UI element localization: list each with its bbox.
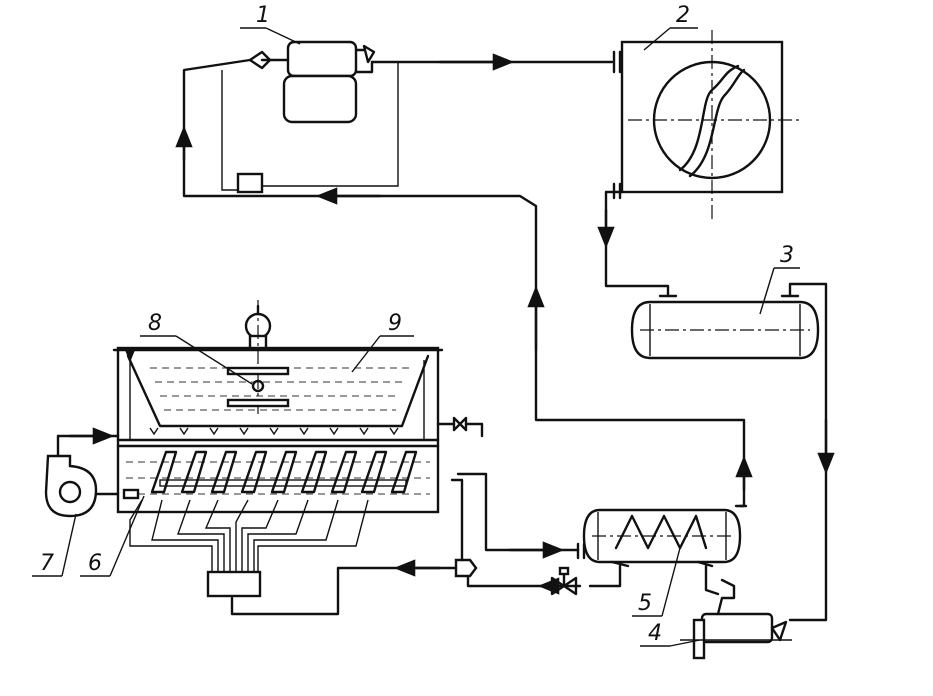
- distributor: [129, 499, 369, 598]
- label-1-text: 1: [256, 3, 270, 28]
- discharge-valve-icon: [362, 44, 376, 64]
- label-4-text: 4: [648, 621, 662, 646]
- receiver: [630, 294, 820, 360]
- label-9: 9: [351, 311, 414, 373]
- label-7: 7: [32, 513, 77, 577]
- label-6: 6: [80, 495, 145, 577]
- label-3: 3: [759, 243, 800, 315]
- evaporator-panels: [150, 450, 418, 494]
- label-2: 2: [643, 3, 698, 51]
- ice-tank: [112, 346, 444, 514]
- water-valve-icon: [452, 416, 468, 432]
- label-8: 8: [140, 311, 253, 385]
- label-5-text: 5: [638, 591, 652, 616]
- solenoid-valve: [454, 558, 478, 578]
- label-5: 5: [632, 547, 681, 617]
- pressure-switch: [236, 172, 264, 194]
- label-8-text: 8: [148, 311, 162, 336]
- label-9-text: 9: [388, 311, 402, 336]
- label-4: 4: [640, 621, 701, 647]
- pump: [44, 427, 140, 518]
- filter-drier: [680, 578, 792, 660]
- heat-exchanger: [576, 504, 748, 568]
- label-7-text: 7: [40, 551, 54, 576]
- compressor: [221, 40, 399, 194]
- condenser: [620, 30, 800, 222]
- agitator: [226, 300, 290, 414]
- label-2-text: 2: [676, 3, 690, 28]
- label-1: 1: [240, 3, 301, 45]
- label-6-text: 6: [88, 551, 102, 576]
- spray-nozzles: [149, 427, 399, 436]
- label-3-text: 3: [780, 243, 794, 268]
